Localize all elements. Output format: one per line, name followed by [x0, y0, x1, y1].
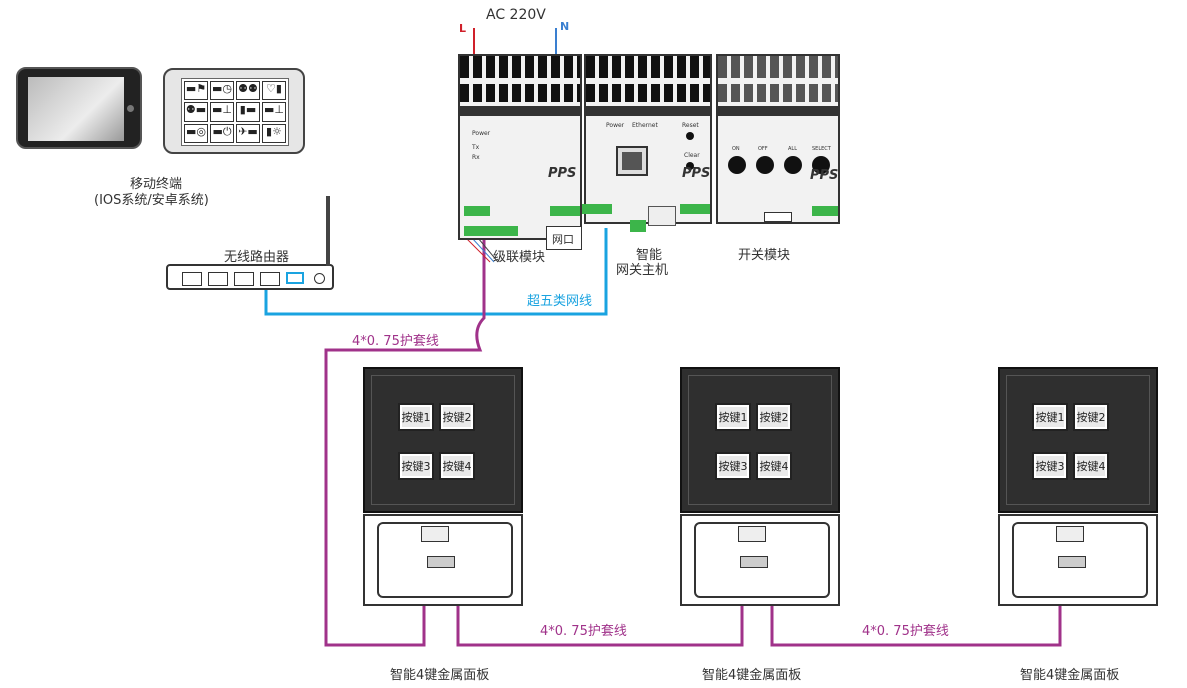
- cascade-port-label: 网口: [552, 233, 574, 246]
- switch-all-button[interactable]: [784, 156, 802, 174]
- ethernet-cable-label: 超五类网线: [527, 294, 593, 309]
- gateway-ethernet-port: [616, 146, 648, 176]
- ethernet-cable: [264, 228, 608, 316]
- switch-brand: PPS: [810, 168, 839, 183]
- gateway-label-line1: 智能: [636, 248, 663, 263]
- gateway-led-power: Power: [606, 122, 625, 129]
- gateway-clear-button[interactable]: [686, 162, 694, 170]
- switch-all-label: ALL: [788, 146, 797, 152]
- panel-key-4[interactable]: 按键4: [756, 452, 792, 480]
- panel-key-2[interactable]: 按键2: [1073, 403, 1109, 431]
- panel-face: [998, 367, 1158, 513]
- tablet-device: [16, 67, 142, 149]
- switch-module: ON OFF ALL SELECT PPS: [716, 54, 840, 224]
- switch-select-button[interactable]: [812, 156, 830, 174]
- cascade-label: 级联模块: [493, 250, 546, 265]
- touch-panel-device: ▬⚑ ▬◷ ⚉⚉ ♡▮ ⚉▬ ▬⊥ ▮▬ ▬⊥ ▬◎ ▬⏻ ✈▬ ▮☼: [163, 68, 305, 154]
- panel-key-1[interactable]: 按键1: [1032, 403, 1068, 431]
- mobile-label-line1: 移动终端: [130, 177, 183, 192]
- router-label: 无线路由器: [224, 250, 290, 265]
- gateway-brand: PPS: [682, 166, 711, 181]
- router-antenna: [326, 196, 330, 266]
- live-label: L: [459, 22, 467, 35]
- panel-back-box: [363, 514, 523, 606]
- cascade-module: Power Tx Rx PPS: [458, 54, 582, 240]
- switch-on-label: ON: [732, 146, 740, 152]
- mobile-label-line2: (IOS系统/安卓系统): [94, 193, 209, 208]
- panel-label: 智能4键金属面板: [390, 668, 490, 683]
- panel-key-4[interactable]: 按键4: [439, 452, 475, 480]
- sheath-cable-label-top: 4*0. 75护套线: [352, 334, 439, 349]
- sheath-cable-label-right: 4*0. 75护套线: [862, 624, 949, 639]
- panel-key-2[interactable]: 按键2: [756, 403, 792, 431]
- panel-back-box: [998, 514, 1158, 606]
- cascade-port-box: 网口: [546, 226, 582, 250]
- gateway-label-line2: 网关主机: [616, 263, 669, 278]
- neutral-label: N: [560, 20, 570, 33]
- sheath-cable-label-mid: 4*0. 75护套线: [540, 624, 627, 639]
- switch-off-button[interactable]: [756, 156, 774, 174]
- panel-key-2[interactable]: 按键2: [439, 403, 475, 431]
- cascade-brand: PPS: [548, 166, 577, 181]
- panel-key-3[interactable]: 按键3: [1032, 452, 1068, 480]
- panel-key-1[interactable]: 按键1: [715, 403, 751, 431]
- power-title: AC 220V: [486, 7, 546, 23]
- gateway-led-ethernet: Ethernet: [632, 122, 658, 129]
- switch-select-label: SELECT: [812, 146, 831, 152]
- switch-label: 开关模块: [738, 248, 791, 263]
- panel-key-3[interactable]: 按键3: [715, 452, 751, 480]
- panel-key-3[interactable]: 按键3: [398, 452, 434, 480]
- panel-back-box: [680, 514, 840, 606]
- panel-label: 智能4键金属面板: [1020, 668, 1120, 683]
- sheath-cable-main: [324, 238, 486, 647]
- router-device: [166, 264, 334, 290]
- panel-face: [680, 367, 840, 513]
- switch-on-button[interactable]: [728, 156, 746, 174]
- cascade-led-tx: Tx: [472, 144, 480, 151]
- cascade-led-power: Power: [472, 130, 491, 137]
- panel-key-4[interactable]: 按键4: [1073, 452, 1109, 480]
- switch-off-label: OFF: [758, 146, 768, 152]
- panel-label: 智能4键金属面板: [702, 668, 802, 683]
- gateway-reset-button[interactable]: [686, 132, 694, 140]
- gateway-clear-label: Clear: [684, 152, 700, 159]
- gateway-reset-label: Reset: [682, 122, 699, 129]
- gateway-module: Power Ethernet Reset Clear PPS: [582, 54, 712, 226]
- panel-key-1[interactable]: 按键1: [398, 403, 434, 431]
- cascade-led-rx: Rx: [472, 154, 480, 161]
- panel-face: [363, 367, 523, 513]
